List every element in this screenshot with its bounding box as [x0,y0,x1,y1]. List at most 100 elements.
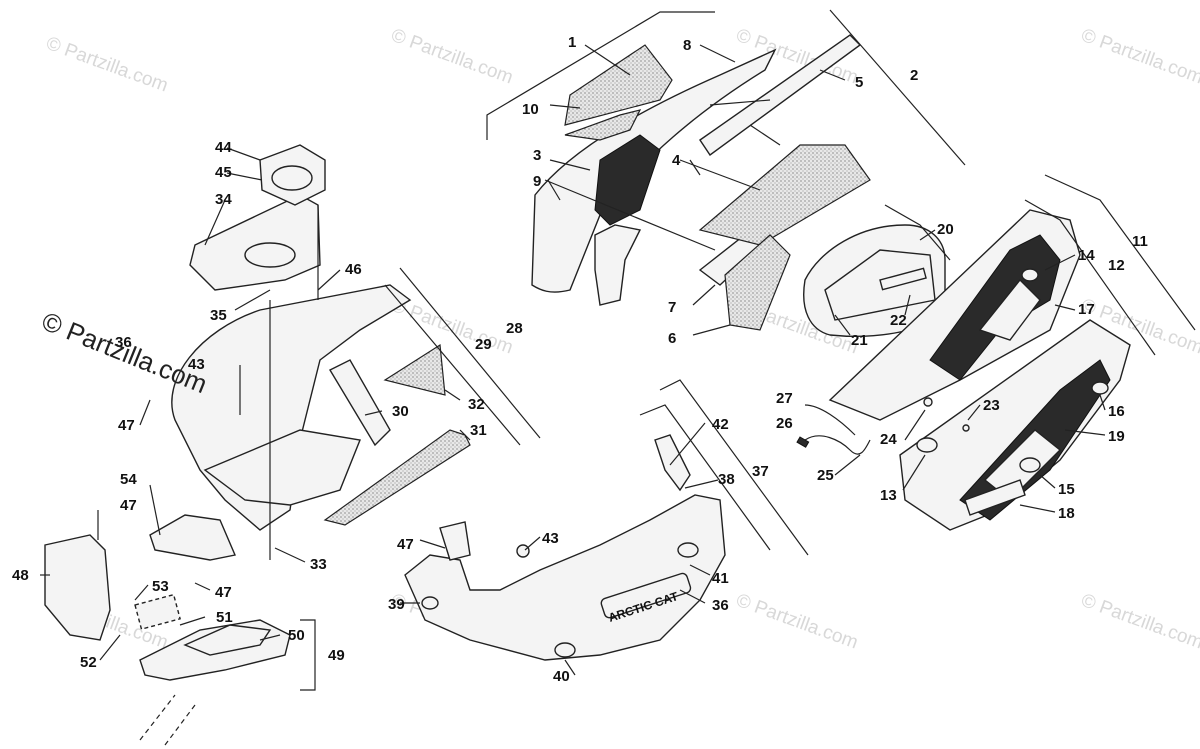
callout-51: 51 [216,609,233,626]
callout-49: 49 [328,647,345,664]
mount-plate-hole [244,242,296,268]
callout-27: 27 [776,390,793,407]
left-bracket [44,534,111,641]
callout-29: 29 [475,336,492,353]
callout-38: 38 [718,471,735,488]
watermark-text: © Partzilla.com [1078,25,1200,89]
callout-labels: 1 2 3 4 5 6 7 8 9 10 11 12 13 14 15 16 1… [12,34,1148,685]
watermark-text: © Partzilla.com [388,295,515,359]
side-panel-grommet [1019,457,1041,473]
callout-9: 9 [533,173,541,190]
side-panel-assembly [828,209,1131,531]
callout-47: 47 [397,536,414,553]
callout-47: 47 [215,584,232,601]
callout-53: 53 [152,578,169,595]
overlay-watermark: © Partzilla.com [38,306,212,399]
callout-19: 19 [1108,428,1125,445]
mount-plate [189,194,321,291]
side-panel-grommet [916,437,938,453]
callout-43: 43 [188,356,205,373]
nosepan-bracket [439,521,471,561]
nosepan-washer [516,544,530,558]
intake-ring-inner [271,165,313,191]
callout-45: 45 [215,164,232,181]
gauge-assembly [803,224,946,337]
small-parts-assembly [44,514,291,746]
callout-21: 21 [851,332,868,349]
callout-20: 20 [937,221,954,238]
callout-26: 26 [776,415,793,432]
callout-23: 23 [983,397,1000,414]
callout-17: 17 [1078,301,1095,318]
callout-46: 46 [345,261,362,278]
callout-40: 40 [553,668,570,685]
lower-nosepan-assembly: ARCTIC CAT [404,434,726,661]
callout-22: 22 [890,312,907,329]
mount-cover [149,514,236,561]
wire-connector [796,436,810,448]
callout-50: 50 [288,627,305,644]
side-panel-screw [962,424,970,432]
callout-34: 34 [215,191,232,208]
callout-32: 32 [468,396,485,413]
callout-30: 30 [392,403,409,420]
nosepan-decal-plate [600,572,692,619]
windshield-lower-trim [594,224,642,306]
grouping-brackets [300,9,1196,691]
callout-36: 36 [115,334,132,351]
callout-37: 37 [752,463,769,480]
callout-54: 54 [120,471,137,488]
callout-3: 3 [533,147,541,164]
side-panel-grommet [1091,381,1109,395]
callout-52: 52 [80,654,97,671]
callout-43: 43 [542,530,559,547]
callout-5: 5 [855,74,863,91]
callout-28: 28 [506,320,523,337]
callout-7: 7 [668,299,676,316]
windshield-assembly [531,34,871,331]
gauge-bracket [879,267,927,291]
side-panel-trim [964,479,1026,516]
callout-2: 2 [910,67,918,84]
windshield-trim [594,134,661,226]
callout-6: 6 [668,330,676,347]
upper-frame-assembly [171,144,471,560]
side-panel-lower [899,319,1131,531]
side-panel-decal [978,278,1041,341]
callout-44: 44 [215,139,232,156]
nosepan-inner [203,429,361,506]
gauge-lens [824,249,936,321]
callout-47: 47 [120,497,137,514]
callout-13: 13 [880,487,897,504]
side-panel-screw [923,397,933,407]
callout-8: 8 [683,37,691,54]
callout-11: 11 [1132,233,1148,250]
callout-10: 10 [522,101,539,118]
watermark-text: © Partzilla.com [388,25,515,89]
callout-14: 14 [1078,247,1095,264]
frame-brace [329,359,391,447]
nosepan-grommet [677,542,699,558]
phantom-box [134,593,181,631]
callout-47: 47 [118,417,135,434]
callout-33: 33 [310,556,327,573]
callout-1: 1 [568,34,576,51]
callout-18: 18 [1058,505,1075,522]
callout-24: 24 [880,431,897,448]
callout-4: 4 [672,152,681,169]
watermark-text: © Partzilla.com [43,33,170,97]
callout-41: 41 [712,570,729,587]
frame-panel-long [323,429,471,526]
callout-48: 48 [12,567,29,584]
callout-35: 35 [210,307,227,324]
nosepan-grommet [421,596,439,610]
side-panel-grommet [1021,268,1039,282]
callout-25: 25 [817,467,834,484]
wire-harness [796,404,871,455]
nosepan-grommet [554,642,576,658]
windshield-panel-right [698,144,871,246]
callout-15: 15 [1058,481,1075,498]
callout-16: 16 [1108,403,1125,420]
